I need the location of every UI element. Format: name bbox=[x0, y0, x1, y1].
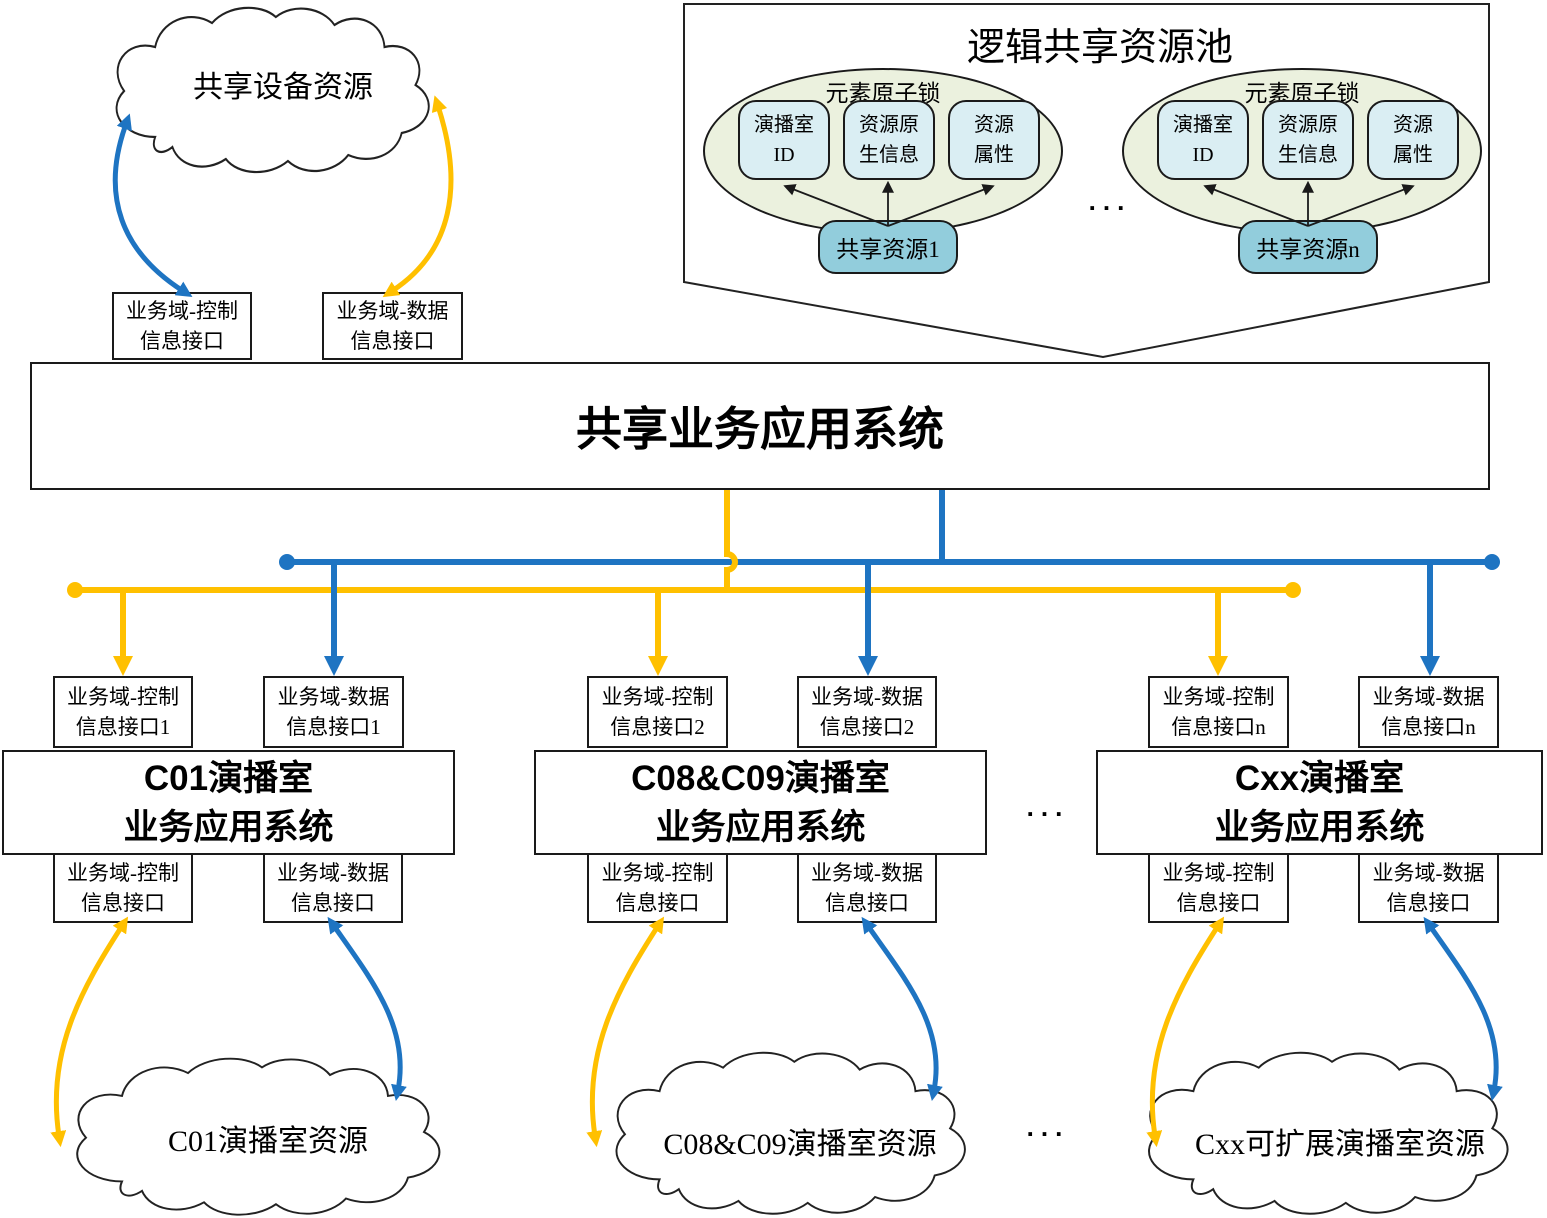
studio-id-box-1: 演播室 ID bbox=[738, 100, 830, 180]
top-data-interface-box: 业务域-数据 信息接口 bbox=[322, 292, 463, 360]
sys3-data-interface-box: 业务域-数据 信息接口n bbox=[1358, 676, 1499, 748]
resource-attr-box-2: 资源 属性 bbox=[1367, 100, 1459, 180]
sys1-bottom-control-interface-box: 业务域-控制 信息接口 bbox=[53, 853, 193, 923]
sys2-data-interface-box: 业务域-数据 信息接口2 bbox=[797, 676, 937, 748]
sys1-data-interface-box: 业务域-数据 信息接口1 bbox=[263, 676, 404, 748]
top-control-interface-box: 业务域-控制 信息接口 bbox=[112, 292, 252, 360]
shared-device-cloud-label: 共享设备资源 bbox=[193, 71, 373, 104]
cxx-system-box: Cxx演播室 业务应用系统 bbox=[1096, 750, 1543, 855]
shared-resource-n-box: 共享资源n bbox=[1238, 220, 1378, 274]
shared-business-system-box: 共享业务应用系统 bbox=[30, 362, 1490, 490]
cxx-cloud-label: Cxx可扩展演播室资源 bbox=[1194, 1128, 1485, 1161]
sys3-control-interface-box: 业务域-控制 信息接口n bbox=[1148, 676, 1289, 748]
pool-ellipsis: ... bbox=[1088, 186, 1132, 216]
clouds-ellipsis: ... bbox=[1026, 1112, 1070, 1142]
sys3-bottom-data-interface-box: 业务域-数据 信息接口 bbox=[1358, 853, 1499, 923]
sys1-control-interface-box: 业务域-控制 信息接口1 bbox=[53, 676, 193, 748]
sys3-bottom-control-interface-box: 业务域-控制 信息接口 bbox=[1148, 853, 1289, 923]
resource-attr-box-1: 资源 属性 bbox=[948, 100, 1040, 180]
c08c09-system-box: C08&C09演播室 业务应用系统 bbox=[534, 750, 987, 855]
sys2-control-interface-box: 业务域-控制 信息接口2 bbox=[587, 676, 728, 748]
resource-origin-box-2: 资源原 生信息 bbox=[1262, 100, 1354, 180]
shared-resource-1-box: 共享资源1 bbox=[818, 220, 958, 274]
c08c09-cloud-label: C08&C09演播室资源 bbox=[663, 1128, 937, 1161]
studio-id-box-2: 演播室 ID bbox=[1157, 100, 1249, 180]
systems-ellipsis: ... bbox=[1026, 792, 1070, 822]
c01-system-box: C01演播室 业务应用系统 bbox=[2, 750, 455, 855]
c01-cloud-label: C01演播室资源 bbox=[167, 1125, 368, 1158]
sys2-bottom-data-interface-box: 业务域-数据 信息接口 bbox=[797, 853, 937, 923]
sys1-bottom-data-interface-box: 业务域-数据 信息接口 bbox=[263, 853, 403, 923]
sys2-bottom-control-interface-box: 业务域-控制 信息接口 bbox=[587, 853, 728, 923]
resource-origin-box-1: 资源原 生信息 bbox=[843, 100, 935, 180]
pool-title: 逻辑共享资源池 bbox=[966, 27, 1233, 69]
